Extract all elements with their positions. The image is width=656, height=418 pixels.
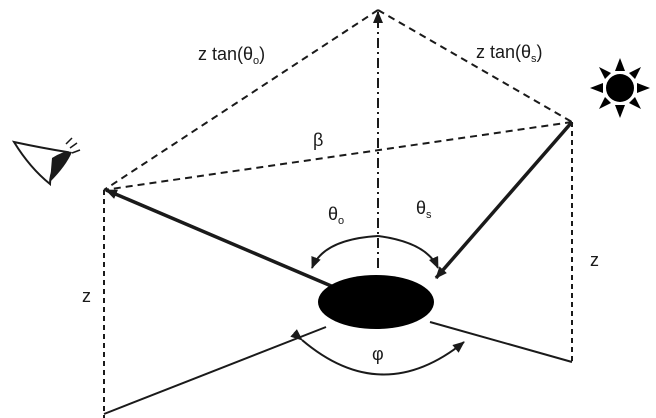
- ground-line-left: [103, 326, 327, 415]
- arrow-to-observer: [105, 188, 337, 290]
- phi-arc: [290, 329, 465, 376]
- dashed-line-apex-right: [377, 9, 573, 123]
- label-beta: β: [313, 130, 323, 150]
- label-z-left: z: [82, 286, 91, 306]
- sun-icon: [590, 58, 650, 118]
- label-theta-s: θs: [416, 198, 432, 221]
- ground-line-right: [429, 321, 573, 363]
- label-z-right: z: [590, 250, 599, 270]
- label-phi: φ: [372, 344, 384, 364]
- arrow-from-sun: [434, 120, 574, 280]
- theta-o-arc: [311, 235, 379, 269]
- eye-icon: [11, 137, 81, 187]
- dashed-line-beta: [103, 121, 573, 191]
- label-ztan-theta-s: z tan(θs): [476, 42, 543, 65]
- theta-s-arc: [377, 235, 439, 269]
- label-ztan-theta-o: z tan(θo): [198, 44, 265, 67]
- surface-target: [318, 275, 434, 329]
- label-theta-o: θo: [328, 204, 344, 227]
- dashed-line-apex-left: [103, 9, 379, 191]
